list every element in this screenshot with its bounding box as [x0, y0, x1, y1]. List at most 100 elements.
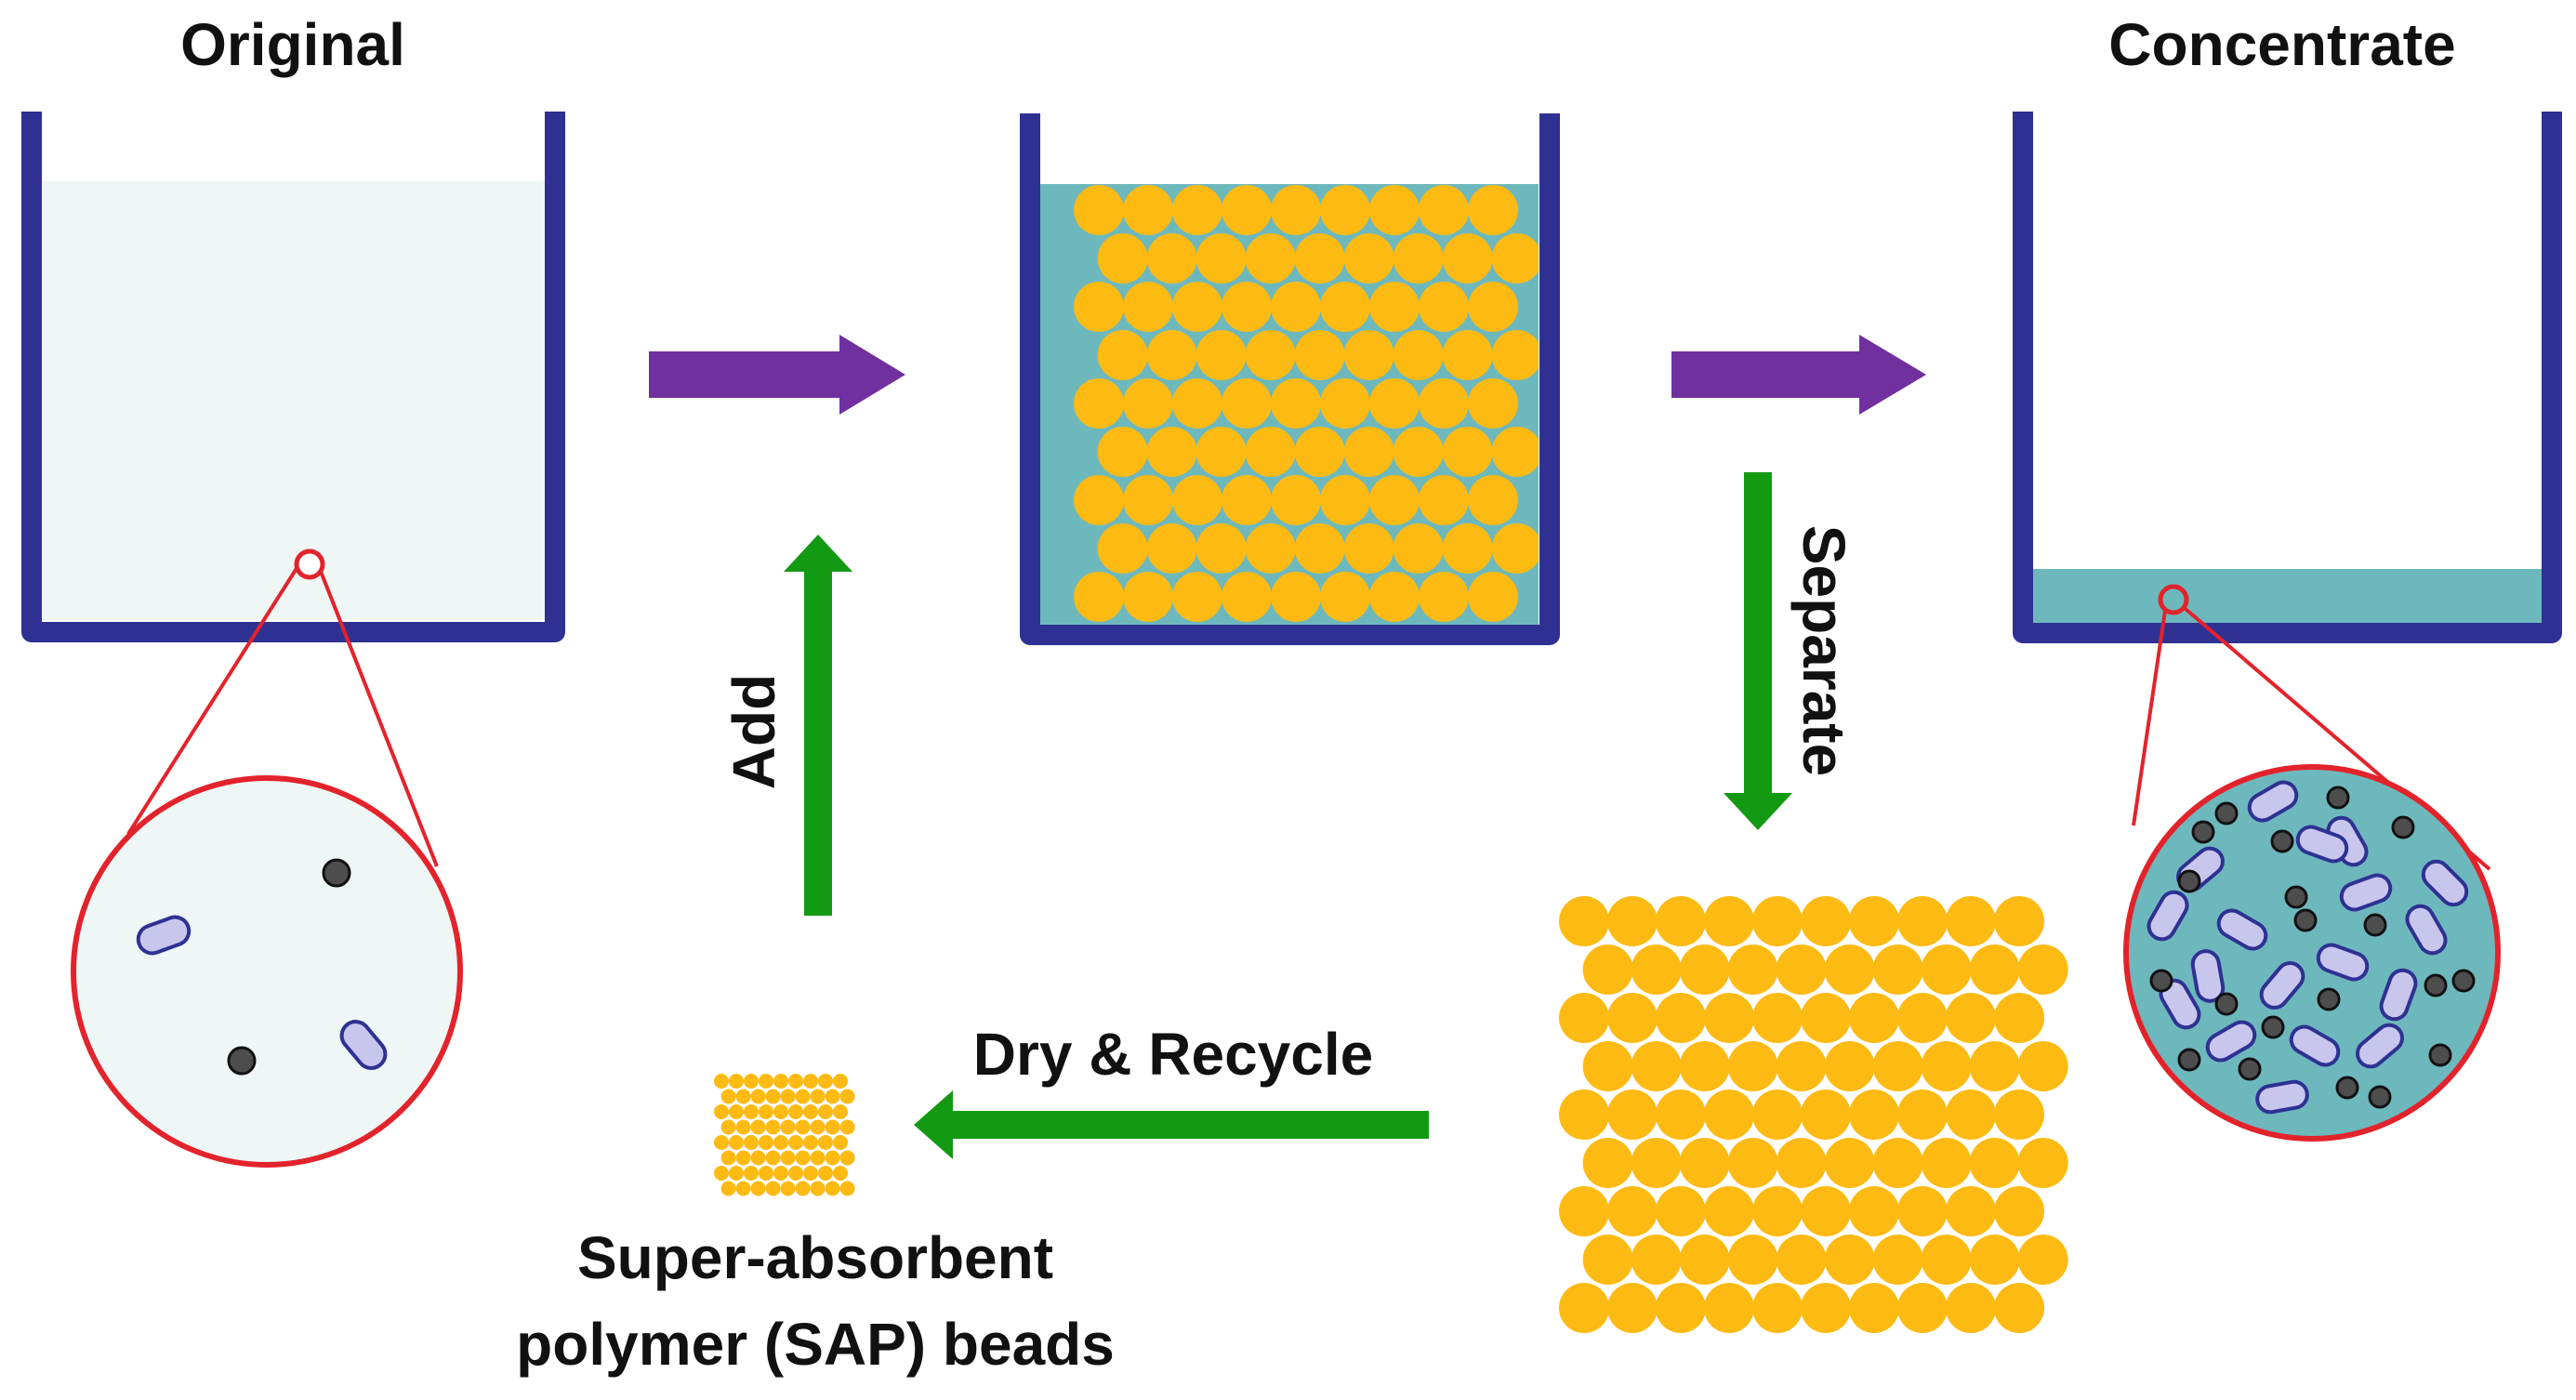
- sap-beads-label-line1: Super-absorbent: [577, 1224, 1053, 1291]
- sap-bead: [1897, 1283, 1948, 1333]
- concentrate-zoom-callout: [2123, 584, 2501, 1142]
- sap-bead: [1607, 1090, 1658, 1140]
- sap-bead: [1897, 896, 1948, 946]
- sap-bead: [1559, 1283, 1609, 1333]
- sap-bead: [1752, 993, 1803, 1043]
- sap-bead: [1656, 896, 1706, 946]
- sap-bead: [825, 1150, 840, 1166]
- sap-bead: [1468, 378, 1518, 429]
- sap-bead: [1872, 944, 1923, 995]
- sap-bead: [1074, 282, 1124, 332]
- sap-bead: [1801, 993, 1851, 1043]
- sap-bead: [810, 1119, 826, 1135]
- sap-bead: [803, 1104, 818, 1119]
- sap-bead: [1631, 944, 1682, 995]
- sap-bead: [1419, 572, 1469, 622]
- sap-bead: [2017, 1138, 2068, 1188]
- sap-bead: [1631, 1138, 1682, 1188]
- sap-bead: [773, 1074, 788, 1089]
- sap-bead: [729, 1135, 744, 1150]
- sap-bead: [1097, 427, 1148, 477]
- particle-icon: [2326, 786, 2350, 810]
- sap-bead: [1994, 993, 2044, 1043]
- bacterium-icon: [2316, 943, 2370, 982]
- sap-bead: [1097, 233, 1148, 284]
- sap-bead: [1074, 475, 1124, 525]
- sap-bead: [759, 1166, 773, 1181]
- sap-bead: [1727, 1235, 1778, 1285]
- particle-icon: [2270, 829, 2294, 853]
- sap-bead: [1607, 993, 1658, 1043]
- sap-bead: [1172, 282, 1222, 332]
- concentrate-label: Concentrate: [2108, 11, 2455, 78]
- sap-bead: [1849, 1186, 1899, 1236]
- sap-bead: [1994, 896, 2044, 946]
- bacterium-icon: [2255, 1079, 2309, 1115]
- dry-recycle-label: Dry & Recycle: [973, 1021, 1373, 1088]
- sap-bead: [1123, 282, 1173, 332]
- sap-bead: [1801, 1283, 1851, 1333]
- sap-bead: [1849, 1090, 1899, 1140]
- bacterium-icon: [2356, 1023, 2404, 1069]
- sap-bead: [1271, 282, 1321, 332]
- separate-label: Separate: [1790, 525, 1857, 776]
- particle-icon: [2149, 969, 2173, 993]
- sap-bead: [1393, 330, 1444, 380]
- sap-bead: [1320, 185, 1370, 235]
- particle-icon: [2424, 973, 2448, 997]
- sap-bead: [773, 1135, 788, 1150]
- bacterium-icon: [2216, 908, 2268, 951]
- sap-bead: [1897, 1186, 1948, 1236]
- middle-container: [1020, 113, 1560, 645]
- sap-bead: [1559, 993, 1609, 1043]
- particle-icon: [2238, 1057, 2262, 1081]
- sap-bead: [1752, 1090, 1803, 1140]
- sap-bead: [1442, 523, 1493, 574]
- sap-bead: [765, 1119, 781, 1135]
- sap-bead: [1172, 378, 1222, 429]
- sap-bead: [1849, 993, 1899, 1043]
- particle-icon: [2368, 1085, 2392, 1109]
- sap-bead: [1801, 896, 1851, 946]
- sap-bead: [744, 1135, 759, 1150]
- zoom-point: [294, 548, 325, 580]
- particle-icon: [2335, 1076, 2359, 1100]
- sap-bead: [1776, 944, 1827, 995]
- sap-bead: [735, 1089, 751, 1104]
- sap-bead: [1468, 185, 1518, 235]
- sap-bead: [1320, 572, 1370, 622]
- sap-bead: [1271, 572, 1321, 622]
- sap-bead: [1704, 993, 1754, 1043]
- sap-bead: [1727, 1041, 1778, 1091]
- sap-bead: [780, 1181, 796, 1196]
- sap-bead: [1872, 1138, 1923, 1188]
- sap-bead: [1491, 427, 1539, 477]
- sap-bead: [1343, 233, 1394, 284]
- sap-bead: [1969, 944, 2020, 995]
- sap-bead: [1776, 1041, 1827, 1091]
- sap-bead: [714, 1135, 729, 1150]
- sap-bead: [765, 1150, 781, 1166]
- sap-bead: [1468, 475, 1518, 525]
- sap-bead: [1419, 475, 1469, 525]
- sap-bead: [1872, 1235, 1923, 1285]
- sap-bead: [1320, 378, 1370, 429]
- sap-bead: [1294, 330, 1345, 380]
- sap-bead: [833, 1074, 848, 1089]
- sap-bead: [1343, 330, 1394, 380]
- particle-icon: [2317, 987, 2341, 1011]
- sap-bead: [1123, 185, 1173, 235]
- sap-bead: [1419, 282, 1469, 332]
- sap-bead: [803, 1166, 818, 1181]
- sap-bead: [1872, 1041, 1923, 1091]
- sap-bead: [1607, 1186, 1658, 1236]
- sap-bead: [750, 1119, 766, 1135]
- sap-bead: [1679, 1138, 1730, 1188]
- sap-bead: [1222, 475, 1272, 525]
- sap-bead: [1946, 1090, 1996, 1140]
- sap-bead: [729, 1074, 744, 1089]
- sap-bead: [1994, 1186, 2044, 1236]
- sap-bead: [1097, 523, 1148, 574]
- sap-bead: [1172, 185, 1222, 235]
- sap-bead: [1559, 1186, 1609, 1236]
